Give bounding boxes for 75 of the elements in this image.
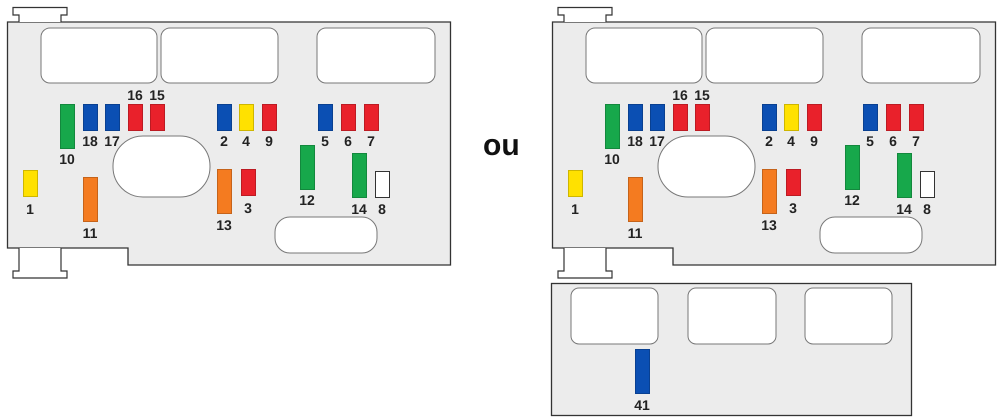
fuse	[262, 104, 277, 131]
fuse	[762, 104, 777, 131]
fuse-number: 12	[844, 193, 860, 207]
fuse-number: 3	[244, 201, 252, 215]
fuse	[83, 104, 98, 131]
fuse	[300, 145, 315, 190]
fuse	[318, 104, 333, 131]
fuse-number: 11	[628, 226, 642, 240]
fuse-number: 9	[810, 134, 818, 148]
fuse-number: 16	[672, 88, 688, 102]
fuse-number: 3	[789, 201, 797, 215]
fuse	[920, 171, 935, 198]
fuse	[673, 104, 688, 131]
fuse	[364, 104, 379, 131]
fuse	[784, 104, 799, 131]
fuse	[352, 153, 367, 198]
fuse	[60, 104, 75, 149]
fuse-number: 15	[149, 88, 165, 102]
fuse-number: 6	[889, 134, 897, 148]
fuse-number: 11	[82, 226, 98, 240]
fuse	[897, 153, 912, 198]
fuse-number: 8	[378, 202, 386, 216]
fuse-number: 7	[912, 134, 920, 148]
fuse	[128, 104, 143, 131]
fuse-number: 17	[104, 134, 120, 148]
fuse	[83, 177, 98, 222]
fuse-number: 12	[299, 193, 315, 207]
fuse	[375, 171, 390, 198]
fuse-number: 5	[321, 134, 329, 148]
fuse-number: 1	[26, 202, 34, 216]
fuse	[628, 177, 643, 222]
fuse-number: 2	[220, 134, 228, 148]
fuse	[650, 104, 665, 131]
fuse-number: 10	[59, 152, 75, 166]
fuse	[217, 104, 232, 131]
fuse	[762, 169, 777, 214]
fuse-number: 18	[627, 134, 643, 148]
fuse-number: 8	[923, 202, 931, 216]
fuse	[863, 104, 878, 131]
fuse-number: 16	[127, 88, 143, 102]
fuse-number: 1	[571, 202, 579, 216]
fuse	[23, 170, 38, 197]
fuse-number: 4	[242, 134, 250, 148]
fuse	[341, 104, 356, 131]
fuse	[635, 349, 650, 394]
fuse	[241, 169, 256, 196]
fuse-number: 18	[82, 134, 98, 148]
fuse-number: 13	[216, 218, 232, 232]
fuse-number: 6	[344, 134, 352, 148]
fuse-number: 4	[787, 134, 795, 148]
fuse	[786, 169, 801, 196]
fuse	[807, 104, 822, 131]
fuse	[605, 104, 620, 149]
fuse	[217, 169, 232, 214]
fuse-number: 15	[694, 88, 710, 102]
fuse	[886, 104, 901, 131]
fuse	[628, 104, 643, 131]
fuse-number: 41	[634, 398, 650, 412]
alternative-word: ou	[483, 131, 520, 161]
fuse-number: 7	[367, 134, 375, 148]
fuse	[909, 104, 924, 131]
fuse-number: 9	[265, 134, 273, 148]
fuse	[239, 104, 254, 131]
fuse-number: 10	[604, 152, 620, 166]
fuse	[695, 104, 710, 131]
fuse	[105, 104, 120, 131]
fuse	[150, 104, 165, 131]
fuse-number: 5	[866, 134, 874, 148]
fuse-number: 17	[649, 134, 665, 148]
fuse	[845, 145, 860, 190]
fuse-number: 14	[351, 202, 367, 216]
fuse	[568, 170, 583, 197]
fuse-number: 14	[896, 202, 912, 216]
fuse-number: 2	[765, 134, 773, 148]
fuse-number: 13	[761, 218, 777, 232]
